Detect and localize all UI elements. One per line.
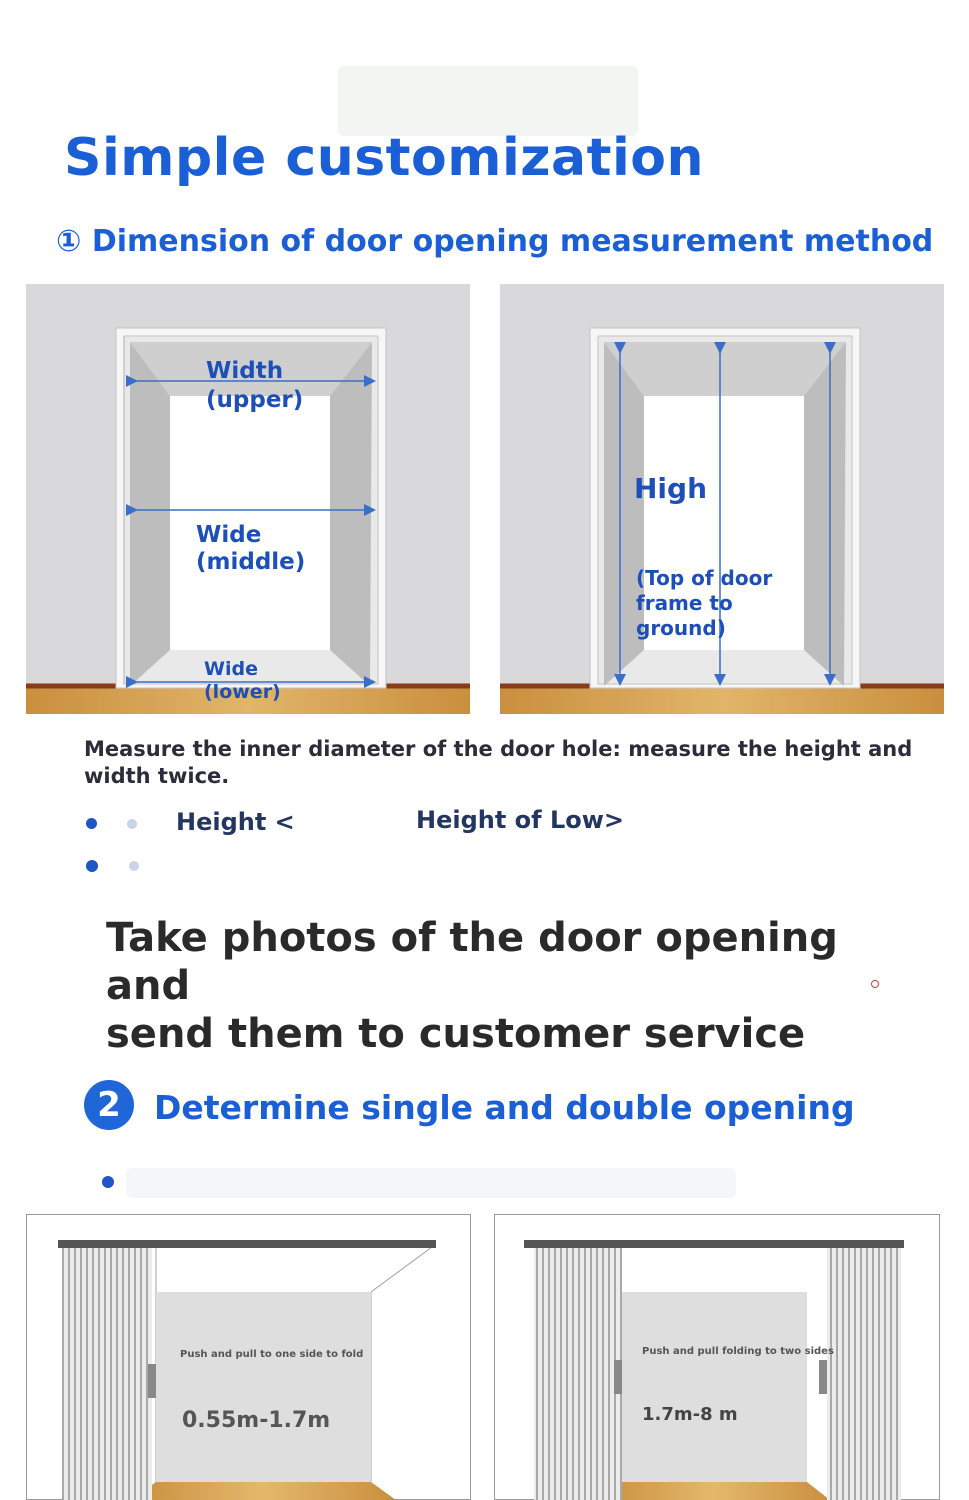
wide-lower-label: Wide [204,658,258,680]
wide-lower-sub: (lower) [204,681,281,703]
height-low-text: Height of Low> [416,806,625,834]
high-label: High [634,472,707,505]
height-measurement-illustration: High (Top of door frame to ground) [500,284,944,714]
double-opening-illustration: Push and pull folding to two sides 1.7m-… [494,1214,940,1500]
double-caption: Push and pull folding to two sides [642,1346,834,1357]
page-title: Simple customization [64,128,705,188]
red-dot [871,980,879,988]
wide-middle-sub: (middle) [196,549,305,575]
faint-banner [338,66,638,136]
photo-line-1: Take photos of the door opening and [106,915,838,1009]
single-caption: Push and pull to one side to fold [180,1349,363,1360]
bullet-dot-faint [127,819,137,829]
photo-line-2: send them to customer service [106,1011,806,1057]
faint-text-strip [126,1168,736,1198]
height-upper-text: Height < [176,808,295,836]
high-note-line3: ground) [636,616,726,640]
wide-middle-label: Wide [196,522,261,548]
photo-instruction: Take photos of the door opening and send… [106,914,926,1058]
single-range: 0.55m-1.7m [182,1408,330,1433]
high-note-line2: frame to [636,591,733,615]
measure-instruction: Measure the inner diameter of the door h… [84,737,913,788]
bullet-dot [86,860,98,872]
step2-number-badge: 2 [84,1080,134,1130]
step2-heading: Determine single and double opening [154,1088,855,1127]
single-opening-illustration: Push and pull to one side to fold 0.55m-… [26,1214,471,1500]
bullet-dot [86,818,97,829]
bullet-dot-faint [129,861,139,871]
width-upper-label: Width [206,358,283,384]
bullet-dot [102,1176,114,1188]
step1-heading: ① Dimension of door opening measurement … [56,224,934,259]
width-measurement-illustration: Width (upper) Wide (middle) Wide (lower) [26,284,470,714]
width-upper-sub: (upper) [206,387,303,413]
double-range: 1.7m-8 m [642,1404,738,1425]
high-note-line1: (Top of door [636,566,772,590]
